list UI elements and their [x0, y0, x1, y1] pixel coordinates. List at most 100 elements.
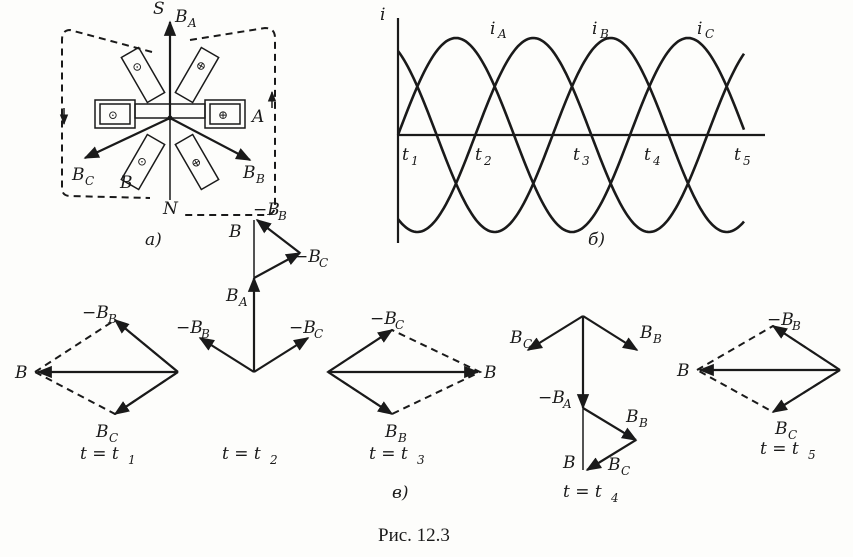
svg-text:4: 4 [610, 491, 619, 505]
label-B: B [119, 173, 133, 193]
svg-text:B: B [638, 416, 648, 430]
svg-text:B: B [255, 172, 265, 186]
svg-text:5: 5 [808, 448, 816, 462]
svg-text:B: B [639, 323, 653, 343]
coil-plus-symbol: ⊕ [193, 57, 209, 74]
label-part-a: а) [145, 230, 162, 250]
coil-top-left: ⊙ [120, 46, 166, 104]
svg-text:C: C [109, 431, 118, 445]
label-iB: i [592, 19, 597, 39]
svg-text:3: 3 [582, 154, 590, 168]
svg-text:−B: −B [538, 388, 565, 408]
svg-text:−B: −B [82, 303, 109, 323]
svg-text:B: B [774, 419, 788, 439]
field-loop-left [61, 28, 153, 199]
svg-text:2: 2 [269, 453, 278, 467]
phasor-t3: −B C B B B t = t 3 [326, 309, 497, 467]
coil-plus-symbol: ⊕ [218, 108, 228, 122]
svg-text:A: A [187, 16, 197, 30]
coil-bottom-right: ⊕ [174, 133, 220, 191]
svg-text:C: C [523, 337, 532, 351]
svg-text:B: B [791, 319, 801, 333]
svg-text:C: C [705, 27, 714, 41]
label-t5: t [734, 145, 741, 165]
label-iA: i [490, 19, 495, 39]
label-i-axis: i [380, 5, 385, 25]
svg-text:−B: −B [370, 309, 397, 329]
svg-text:−B: −B [294, 247, 321, 267]
svg-text:B: B [225, 286, 239, 306]
phasor-t4: B C B B −B A B B B B C t = t 4 [509, 315, 662, 505]
svg-text:1: 1 [128, 453, 136, 467]
svg-text:t = t: t = t [80, 444, 119, 464]
label-N: N [162, 199, 179, 219]
figure-caption: Рис. 12.3 [378, 525, 450, 546]
svg-text:A: A [562, 397, 572, 411]
label-BB: B [242, 163, 256, 183]
svg-text:B: B [14, 363, 28, 383]
phasor-t1: −B B B B C t = t 1 [14, 303, 180, 467]
svg-text:C: C [319, 256, 328, 270]
svg-text:t = t: t = t [222, 444, 261, 464]
svg-text:B: B [483, 363, 497, 383]
coil-top-right: ⊕ [174, 46, 220, 104]
svg-text:B: B [599, 27, 609, 41]
svg-text:C: C [788, 428, 797, 442]
label-S: S [153, 0, 165, 19]
svg-text:B: B [607, 455, 621, 475]
coil-dot-symbol: ⊙ [129, 58, 145, 75]
svg-text:3: 3 [417, 453, 425, 467]
svg-text:t = t: t = t [369, 444, 408, 464]
label-iC: i [697, 19, 702, 39]
phasor-t5: −B B B B C t = t 5 [676, 310, 842, 462]
vector-BB [169, 117, 252, 161]
svg-text:B: B [228, 222, 242, 242]
svg-text:B: B [397, 431, 407, 445]
svg-text:−B: −B [289, 318, 316, 338]
coil-dot-symbol: ⊙ [134, 153, 150, 170]
svg-text:B: B [625, 407, 639, 427]
coil-plus-symbol: ⊕ [188, 154, 204, 171]
svg-text:B: B [107, 312, 117, 326]
svg-text:−B: −B [253, 200, 280, 220]
svg-text:C: C [395, 318, 404, 332]
svg-text:−B: −B [767, 310, 794, 330]
svg-text:B: B [562, 453, 576, 473]
svg-text:C: C [85, 174, 94, 188]
label-t3: t [573, 145, 580, 165]
svg-text:−B: −B [176, 318, 203, 338]
label-part-v: в) [392, 483, 409, 503]
label-A: A [250, 107, 264, 127]
svg-text:B: B [95, 422, 109, 442]
label-part-b: б) [588, 230, 605, 250]
svg-text:B: B [384, 422, 398, 442]
label-t4: t [644, 145, 651, 165]
svg-text:B: B [277, 209, 287, 223]
label-BA: B [174, 7, 188, 27]
wave-iA [396, 36, 746, 234]
svg-text:B: B [509, 328, 523, 348]
label-t1: t [402, 145, 409, 165]
svg-text:4: 4 [652, 154, 661, 168]
waveform-diagram: i i A i B i C t 1 t 2 t 3 t 4 t 5 б) [380, 5, 765, 250]
phasor-t2: −B B B −B C B A −B B −B C t = t 2 [176, 200, 328, 467]
svg-text:1: 1 [411, 154, 419, 168]
svg-text:C: C [621, 464, 630, 478]
coil-dot-symbol: ⊙ [108, 108, 118, 122]
label-BC: B [71, 165, 85, 185]
svg-text:5: 5 [743, 154, 751, 168]
label-t2: t [475, 145, 482, 165]
svg-text:t = t: t = t [563, 482, 602, 502]
wave-iC [396, 36, 745, 234]
svg-text:t = t: t = t [760, 439, 799, 459]
svg-text:B: B [676, 361, 690, 381]
vector-BC [83, 117, 171, 159]
svg-text:A: A [238, 295, 248, 309]
svg-text:A: A [497, 27, 507, 41]
svg-text:B: B [652, 332, 662, 346]
svg-text:2: 2 [483, 154, 492, 168]
machine-diagram: ⊙ ⊕ ⊙ ⊕ ⊙ ⊕ S B A A B C B [59, 0, 277, 250]
svg-text:B: B [200, 327, 210, 341]
